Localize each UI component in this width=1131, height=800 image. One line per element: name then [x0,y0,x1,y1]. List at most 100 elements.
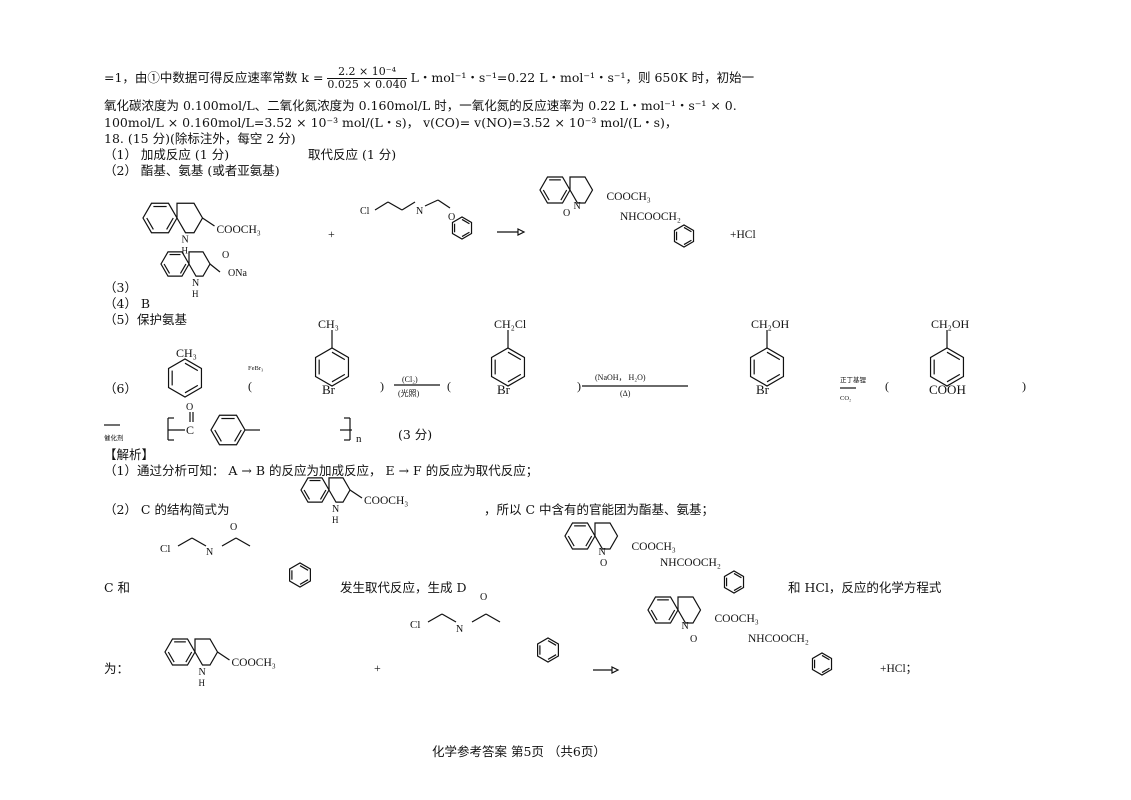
chem-label: COOCH₃ [632,541,676,553]
equation-quinoline-benzene-ring-icon [164,638,196,666]
double-bond [184,384,199,394]
chem-label: + [374,661,381,675]
explanation-3a: C 和 [104,580,131,595]
double-bond [303,489,311,500]
benzene-ring-icon [210,414,246,446]
bond [437,199,451,209]
double-bond [547,640,557,646]
double-bond [179,263,187,274]
analysis-heading: 【解析】 [104,447,155,462]
benzene-ring-icon [490,347,526,387]
chem-label: O [230,522,237,533]
double-bond [650,609,658,621]
bond [401,201,416,211]
product-quinoline-heterocycle [569,176,594,204]
double-bond [507,373,522,383]
chem-label: (Δ) [620,389,631,398]
chem-label: COOCH₃ [217,224,261,236]
answer-3: （3） [104,280,137,295]
chem-label: CH₂Cl [494,317,527,331]
chem-label: N [416,206,423,217]
chem-label: COOCH₃ [715,613,759,625]
nitrogen-label: N [199,667,206,678]
double-bond [461,231,470,238]
double-bond [167,651,175,663]
double-bond [185,651,193,663]
chem-label: N [599,547,606,558]
double-bond [331,351,346,361]
benzene-ring-icon [289,562,311,588]
double-bond [733,572,742,579]
explanation-3b: 发生取代反应，生成 D [340,580,467,595]
bond [441,613,457,623]
benzene-ring-icon [314,347,350,387]
chem-label: n [356,433,362,445]
product-quinoline-benzene-ring-icon [539,176,571,204]
double-bond [821,667,830,674]
chem-label: N [682,621,689,632]
chem-label: 催化剂 [104,433,124,442]
chem-label: ) [380,379,384,393]
equation-product-ring-heterocycle [677,596,702,624]
answer-5: （5）保护氨基 [104,312,187,327]
hcl-label: +HCl [730,229,756,241]
answer-4: （4） B [104,296,151,311]
equation-quinoline-heterocycle [194,638,219,666]
hydrogen-label: H [332,515,339,525]
chem-label: O [690,634,697,645]
chem-label: NHCOOCH₂ [620,211,681,223]
question-18-heading: 18. (15 分)(除标注外，每空 2 分) [104,131,296,146]
benzene-ring-icon [749,347,785,387]
chem-label: O [186,402,193,413]
hydrogen-label: H [199,678,206,688]
chem-label: ( [447,379,451,393]
bond [235,537,251,547]
benzene-ring-icon [723,570,745,594]
chem-label: Cl [160,543,170,555]
chem-label: CO₂ [840,395,851,402]
answer-6: （6） [104,381,137,396]
double-bond [668,609,676,621]
reactant-quinoline-heterocycle [176,202,204,234]
arrow-head-icon [517,228,526,236]
chem-label: ( [885,379,889,393]
text-line-2: 氧化碳浓度为 0.100mol/L、二氧化氮浓度为 0.160mol/L 时，一… [104,98,737,113]
chem-label: Cl [360,206,370,217]
bond [221,537,237,547]
chem-label: CH₂OH [751,317,790,331]
score-3: (3 分) [398,427,433,442]
chem-label: COOCH₃ [607,191,651,203]
double-bond [683,239,692,246]
chem-label: COOCH₃ [232,657,276,669]
double-bond [560,189,568,201]
bond [217,651,230,661]
chem-label: O [480,592,487,603]
arrow-head-icon [611,666,620,674]
double-bond [946,351,961,361]
answer-2: （2） 酯基、氨基 (或者亚氨基) [104,163,280,178]
compound-d-ring-benzene-ring-icon [564,522,596,550]
double-bond [542,189,550,201]
explanation-2a: （2） C 的结构简式为 [104,502,230,517]
chem-label: O [448,212,455,223]
chem-label: O [563,208,570,219]
bond [387,201,403,211]
bond [485,613,501,623]
chem-label: (Cl₂) [402,375,418,384]
double-bond [946,373,961,383]
double-bond [507,351,522,361]
bond [177,537,193,547]
chem-label: NHCOOCH₂ [748,633,809,645]
bond [349,489,363,499]
sodium-salt-quinoline-heterocycle [188,251,211,277]
double-bond [766,351,781,361]
double-bond [214,429,222,442]
chem-label: O [600,558,607,569]
chem-label: Cl [410,619,420,631]
compound-d-ring-heterocycle [594,522,619,550]
explanation-2b: ，所以 C 中含有的官能团为酯基、氨基； [484,502,715,517]
chem-label: (光照) [398,388,420,398]
chem-label: ( [248,379,252,393]
